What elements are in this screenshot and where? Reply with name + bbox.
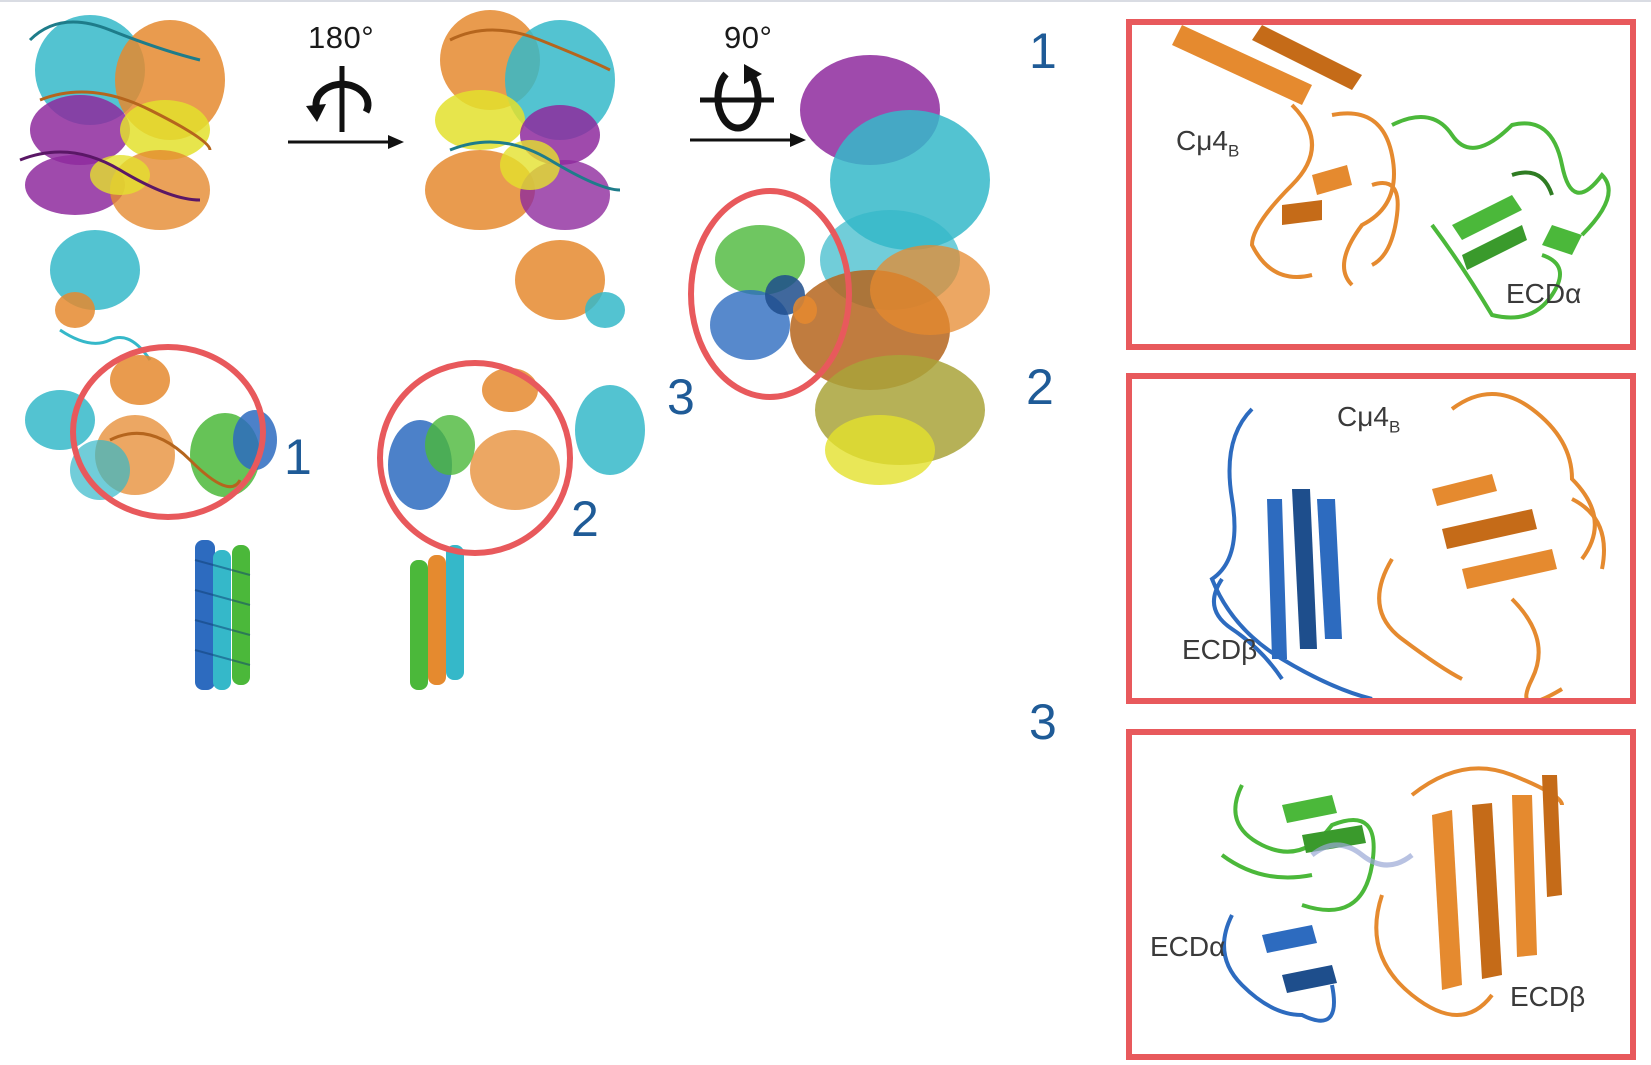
ecd-beta-ribbon	[1209, 407, 1373, 698]
highlight-circle-site-3	[688, 188, 852, 400]
panel-3-label-ecd-alpha: ECDα	[1150, 931, 1226, 962]
hinge-domains-middle	[515, 240, 625, 328]
panel-1-structure	[1172, 25, 1611, 320]
receptor-ecd	[710, 225, 817, 360]
panel-number-3: 3	[1029, 694, 1057, 750]
fab-domains-lower	[790, 245, 990, 485]
ecd-beta-ribbon-helix	[1222, 842, 1414, 1023]
panel-3-label-ecd-beta: ECDβ	[1510, 981, 1586, 1012]
structure-view-top	[688, 55, 990, 485]
top-border	[0, 0, 1651, 2]
highlight-circle-site-1	[70, 344, 266, 520]
ecd-alpha-ribbon	[1391, 115, 1611, 320]
closeup-panel-2: Cμ4B ECDβ	[1126, 373, 1636, 704]
horizontal-axis-rotation-icon	[690, 64, 806, 147]
site-number-3: 3	[667, 369, 695, 425]
transmembrane-helices	[410, 545, 464, 690]
transmembrane-helices	[194, 540, 251, 690]
panel-1-label-cmu4: Cμ4B	[1176, 125, 1240, 161]
hinge-domains-middle	[50, 230, 152, 361]
panel-2-label-ecd-beta: ECDβ	[1182, 634, 1258, 665]
panel-2-structure	[1209, 392, 1606, 698]
structure-view-back	[377, 10, 645, 690]
structure-view-front	[19, 15, 277, 690]
rotation-angle-label-180: 180°	[308, 20, 375, 55]
panel-1-label-ecd-alpha: ECDα	[1506, 278, 1582, 309]
rotation-angle-label-90: 90°	[724, 20, 773, 55]
panel-3-structure	[1220, 766, 1564, 1023]
cmu4-ribbon	[1374, 766, 1564, 1017]
closeup-panel-1: Cμ4B ECDα	[1126, 19, 1636, 350]
fab-domains-top	[19, 15, 225, 230]
constant-domains-bottom	[388, 368, 645, 510]
closeup-panel-3: ECDα ECDβ	[1126, 729, 1636, 1060]
panel-number-1: 1	[1029, 23, 1057, 79]
site-number-1: 1	[284, 429, 312, 485]
ecd-alpha-ribbon	[1220, 784, 1376, 912]
cmu4-ribbon	[1377, 392, 1606, 698]
panel-number-2: 2	[1026, 359, 1054, 415]
fab-domains-top	[425, 10, 621, 230]
highlight-circle-site-2	[377, 360, 573, 556]
site-number-2: 2	[571, 491, 599, 547]
vertical-axis-rotation-icon	[288, 66, 404, 149]
panel-2-label-cmu4: Cμ4B	[1337, 401, 1401, 437]
cmu4-ribbon	[1172, 25, 1400, 287]
